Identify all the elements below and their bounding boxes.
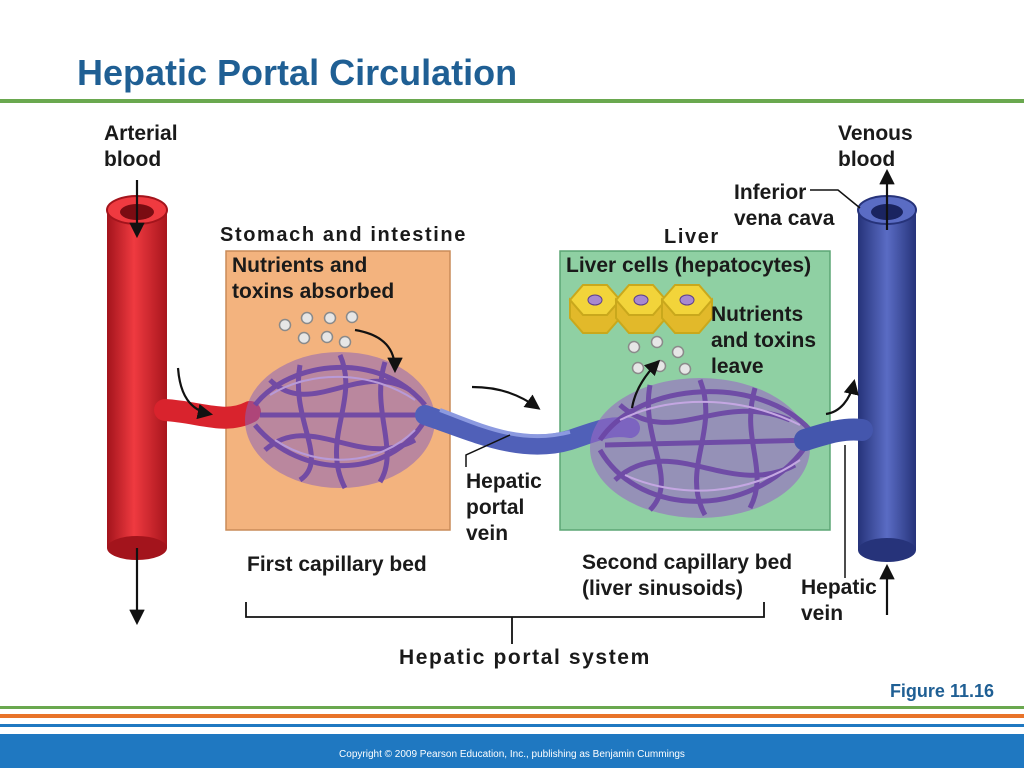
hepatocytes bbox=[568, 284, 714, 334]
second-capillary-bed-label: Second capillary bed (liver sinusoids) bbox=[582, 551, 793, 600]
footer-bar bbox=[0, 734, 1024, 768]
absorbed-nutrient-particles bbox=[278, 310, 359, 349]
hepatic-portal-system-label: Hepatic portal system bbox=[399, 646, 651, 669]
nutrients-absorbed-label: Nutrients and toxins absorbed bbox=[232, 254, 395, 303]
figure-number: Figure 11.16 bbox=[889, 681, 994, 701]
absorption-arrow bbox=[354, 328, 403, 374]
slide-title: Hepatic Portal Circulation bbox=[77, 52, 518, 93]
liver-label: Liver bbox=[664, 226, 720, 248]
nutrients-leave-label: Nutrients and toxins leave bbox=[711, 303, 817, 378]
hepatic-portal-diagram bbox=[106, 168, 917, 644]
hepatic-portal-vein-label: Hepatic portal vein bbox=[466, 470, 542, 545]
footer-stripe-blue bbox=[0, 724, 1024, 727]
artery-vessel bbox=[106, 195, 168, 560]
vein-to-cava-arrow bbox=[825, 378, 859, 416]
stomach-intestine-label: Stomach and intestine bbox=[220, 224, 467, 246]
footer-stripe-orange bbox=[0, 714, 1024, 718]
venous-blood-label: Venous blood bbox=[838, 122, 913, 171]
artery-to-bed-arrow bbox=[176, 367, 214, 420]
vena-cava-leader bbox=[810, 189, 861, 209]
inferior-vena-cava-label: Inferior vena cava bbox=[734, 181, 835, 230]
portal-flow-arrow bbox=[471, 385, 541, 410]
hepatic-vein-label: Hepatic vein bbox=[801, 576, 877, 625]
nutrient-leave-arrow bbox=[630, 359, 661, 409]
copyright-notice: Copyright © 2009 Pearson Education, Inc.… bbox=[339, 749, 685, 760]
liver-cells-label: Liver cells (hepatocytes) bbox=[566, 254, 812, 277]
footer-stripe-green bbox=[0, 706, 1024, 709]
hepatic-vein bbox=[794, 418, 873, 451]
hepatic-portal-system-bracket bbox=[245, 602, 765, 644]
second-capillary-bed bbox=[590, 378, 816, 518]
vena-cava-vessel bbox=[857, 195, 917, 562]
portal-vein-leader bbox=[465, 434, 511, 467]
leaving-nutrient-particles bbox=[627, 335, 692, 376]
first-capillary-bed-label: First capillary bed bbox=[247, 553, 427, 576]
title-divider bbox=[0, 99, 1024, 103]
first-capillary-bed bbox=[245, 352, 435, 490]
arterial-blood-label: Arterial blood bbox=[104, 122, 178, 171]
